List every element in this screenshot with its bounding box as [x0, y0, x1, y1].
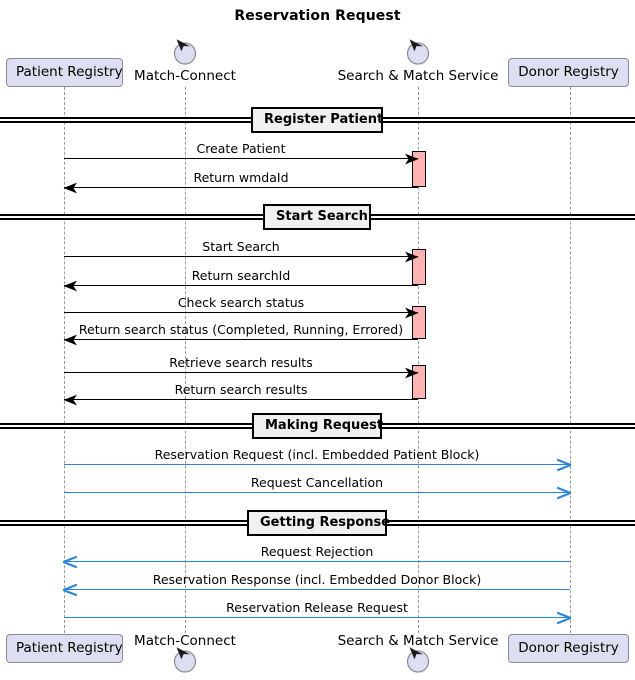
- message-line-start-search-msg: [64, 256, 418, 257]
- message-line-reservation-request: [64, 464, 570, 465]
- arrowhead-reservation-release: [556, 610, 572, 625]
- section-label-getting-response: Getting Response: [247, 510, 390, 536]
- message-line-return-search-results: [64, 399, 418, 400]
- message-label-request-rejection: Request Rejection: [260, 544, 374, 559]
- section-label-register-patient: Register Patient: [251, 107, 383, 133]
- participant-label: Patient Registry: [16, 64, 123, 80]
- message-label-reservation-response: Reservation Response (incl. Embedded Don…: [152, 572, 482, 587]
- section-label-start-search: Start Search: [263, 204, 371, 230]
- message-line-create-patient: [64, 158, 418, 159]
- arrowhead-request-cancellation: [556, 485, 572, 500]
- participant-patient-registry-bottom[interactable]: Patient Registry: [6, 634, 123, 663]
- message-line-check-search-status: [64, 312, 418, 313]
- control-circle-icon-match-connect-bottom: [171, 645, 199, 673]
- message-label-return-search-results: Return search results: [174, 382, 308, 397]
- message-label-return-search-status: Return search status (Completed, Running…: [78, 322, 404, 337]
- message-line-request-cancellation: [64, 492, 570, 493]
- lifeline-match-connect: [185, 87, 186, 633]
- lifeline-search-match-service: [418, 87, 419, 633]
- arrowhead-create-patient: [405, 151, 419, 165]
- participant-label: Donor Registry: [518, 640, 619, 656]
- message-label-reservation-request: Reservation Request (incl. Embedded Pati…: [154, 447, 480, 462]
- message-label-return-wmdaid: Return wmdaId: [193, 170, 289, 185]
- message-line-request-rejection: [64, 561, 570, 562]
- control-circle-icon-search-match-service-top: [404, 37, 432, 65]
- message-label-start-search-msg: Start Search: [202, 239, 280, 254]
- arrowhead-return-wmdaid: [63, 180, 77, 194]
- participant-match-connect-top[interactable]: Match-Connect: [134, 68, 236, 84]
- control-circle-icon-match-connect-top: [171, 37, 199, 65]
- arrowhead-reservation-response: [62, 582, 78, 597]
- arrowhead-return-search-results: [63, 392, 77, 406]
- lifeline-donor-registry: [570, 87, 571, 633]
- message-line-reservation-response: [64, 589, 570, 590]
- message-label-return-searchid: Return searchId: [191, 268, 291, 283]
- arrowhead-retrieve-search-results: [405, 365, 419, 379]
- participant-donor-registry-top[interactable]: Donor Registry: [508, 58, 629, 87]
- control-circle-icon-search-match-service-bottom: [404, 645, 432, 673]
- message-label-create-patient: Create Patient: [196, 141, 286, 156]
- message-label-reservation-release: Reservation Release Request: [226, 600, 408, 615]
- message-line-return-search-status: [64, 339, 418, 340]
- activation-check-status: [412, 306, 426, 339]
- arrowhead-start-search-msg: [405, 249, 419, 263]
- message-line-retrieve-search-results: [64, 372, 418, 373]
- participant-donor-registry-bottom[interactable]: Donor Registry: [508, 634, 629, 663]
- participant-search-match-service-bottom[interactable]: Search & Match Service: [337, 633, 499, 649]
- lifeline-patient-registry: [64, 87, 65, 633]
- participant-label: Donor Registry: [518, 64, 619, 80]
- message-label-check-search-status: Check search status: [177, 295, 305, 310]
- arrowhead-reservation-request: [556, 457, 572, 472]
- message-label-retrieve-search-results: Retrieve search results: [169, 355, 313, 370]
- arrowhead-request-rejection: [62, 554, 78, 569]
- message-line-return-wmdaid: [64, 187, 418, 188]
- message-label-request-cancellation: Request Cancellation: [250, 475, 384, 490]
- message-line-return-searchid: [64, 285, 418, 286]
- participant-match-connect-bottom[interactable]: Match-Connect: [134, 633, 236, 649]
- section-label-making-request: Making Request: [252, 413, 383, 439]
- page-title: Reservation Request: [234, 8, 401, 24]
- arrowhead-check-search-status: [405, 305, 419, 319]
- message-line-reservation-release: [64, 617, 570, 618]
- participant-search-match-service-top[interactable]: Search & Match Service: [337, 68, 499, 84]
- arrowhead-return-searchid: [63, 278, 77, 292]
- participant-patient-registry-top[interactable]: Patient Registry: [6, 58, 123, 87]
- participant-label: Patient Registry: [16, 640, 123, 656]
- arrowhead-return-search-status: [63, 332, 77, 346]
